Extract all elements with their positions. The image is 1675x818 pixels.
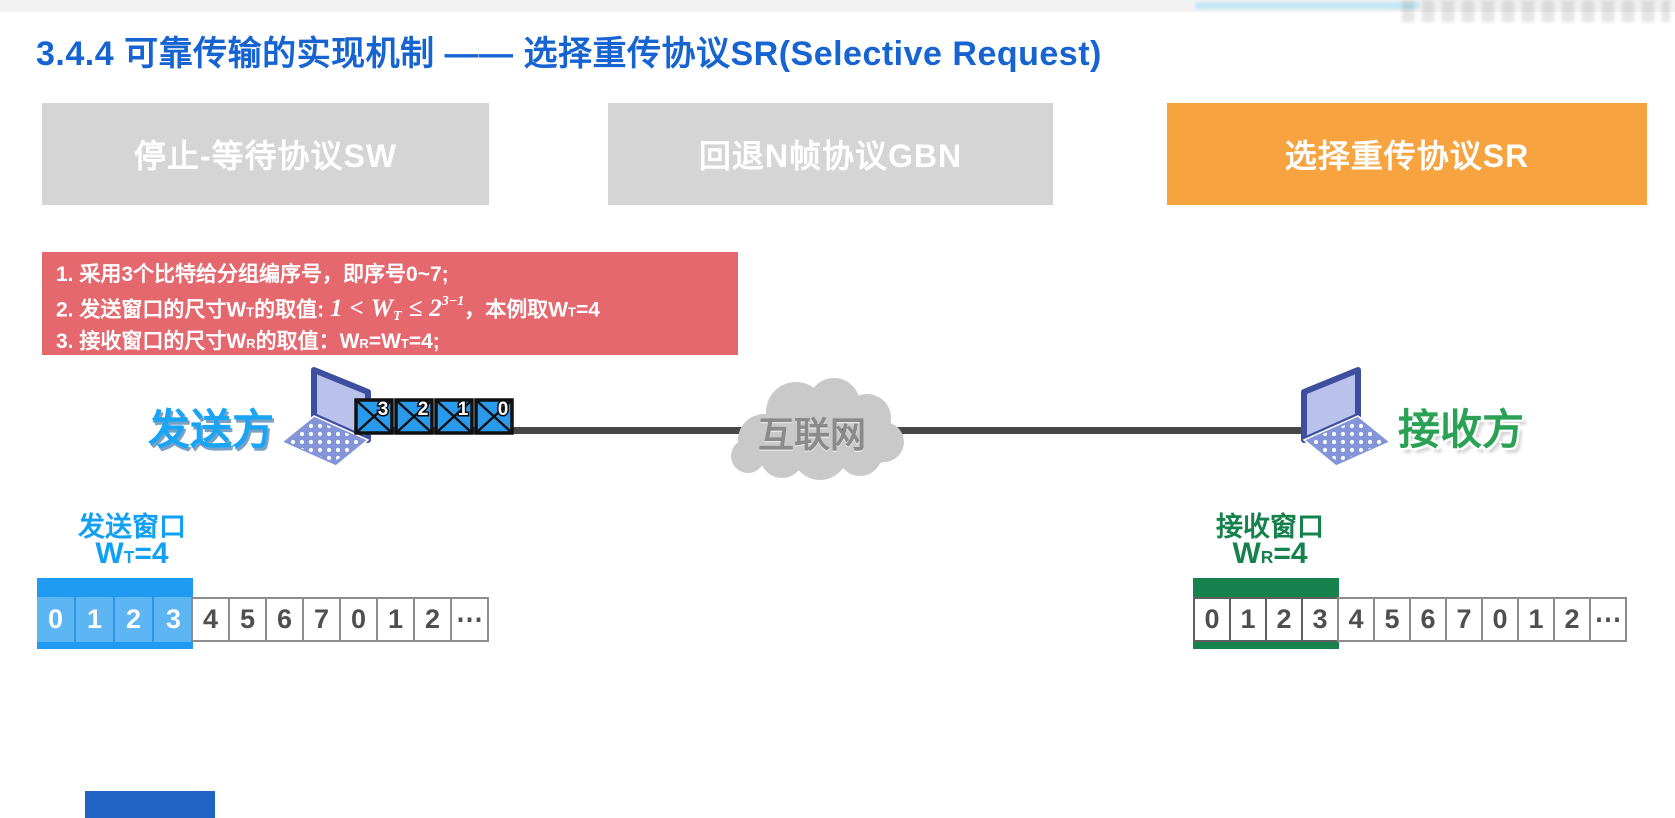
bottom-blue-bar	[85, 791, 215, 818]
receiver-laptop-icon	[1300, 366, 1392, 468]
sequence-cell: 7	[302, 597, 341, 642]
sequence-cell: 0	[1193, 597, 1231, 642]
sequence-cell: 1	[376, 597, 415, 642]
sequence-cell: 2	[413, 597, 452, 642]
tab-go-back-n[interactable]: 回退N帧协议GBN	[608, 103, 1053, 205]
packet-envelope-icon: 3	[354, 398, 394, 435]
sender-window-size: WT=4	[95, 537, 169, 570]
top-blue-streak	[1195, 2, 1420, 9]
sequence-cell: 1	[76, 597, 115, 642]
packet-number: 2	[418, 399, 429, 420]
sequence-cell: 2	[115, 597, 154, 642]
sequence-cell: 0	[1481, 597, 1519, 642]
sequence-cell: 6	[1409, 597, 1447, 642]
sender-window-title: 发送窗口	[78, 512, 186, 542]
sequence-cell: 4	[191, 597, 230, 642]
packet-number: 3	[378, 399, 389, 420]
receiver-label: 接收方	[1398, 406, 1525, 453]
receiver-sequence-row: 0 1 2 3 4 5 6 7 0 1 2 ⋯	[1193, 578, 1627, 649]
packet-number: 0	[498, 399, 509, 420]
packet-envelope-icon: 1	[434, 398, 474, 435]
note-line-3: 3. 接收窗口的尺寸WR的取值：WR=WT=4;	[56, 330, 440, 354]
sequence-cell: 5	[228, 597, 267, 642]
sequence-cell: 3	[154, 597, 193, 642]
sender-window-highlight: 0 1 2 3	[37, 578, 193, 649]
sender-label: 发送方	[148, 406, 275, 453]
sequence-cell: 5	[1373, 597, 1411, 642]
packet-number: 1	[458, 399, 469, 420]
sequence-cell: 0	[37, 597, 76, 642]
packet-envelopes: 3 2 1 0	[354, 398, 514, 435]
sequence-cell: 7	[1445, 597, 1483, 642]
sequence-cell: 6	[265, 597, 304, 642]
note-line-2: 2. 发送窗口的尺寸WT的取值: 1<WT≤23−1，本例取WT=4	[56, 294, 600, 325]
sequence-cell: 3	[1301, 597, 1339, 642]
sequence-cell-ellipsis: ⋯	[1589, 597, 1627, 642]
watermark-smudge	[1402, 0, 1670, 22]
tab-go-back-n-label: 回退N帧协议GBN	[698, 138, 963, 174]
packet-envelope-icon: 0	[474, 398, 514, 435]
tab-selective-repeat-active[interactable]: 选择重传协议SR	[1167, 103, 1647, 205]
receiver-window-highlight: 0 1 2 3	[1193, 578, 1339, 649]
receiver-window-title: 接收窗口	[1216, 512, 1324, 542]
packet-envelope-icon: 2	[394, 398, 434, 435]
internet-cloud-label: 互联网	[757, 414, 866, 455]
tab-stop-and-wait-label: 停止-等待协议SW	[133, 138, 398, 174]
sequence-cell: 0	[339, 597, 378, 642]
tab-selective-repeat-label: 选择重传协议SR	[1284, 138, 1530, 174]
tab-stop-and-wait[interactable]: 停止-等待协议SW	[42, 103, 489, 205]
sequence-cell-ellipsis: ⋯	[450, 597, 489, 642]
sequence-cell: 4	[1337, 597, 1375, 642]
notes-box: 1. 采用3个比特给分组编序号，即序号0~7; 2. 发送窗口的尺寸WT的取值:…	[42, 252, 738, 355]
sequence-cell: 1	[1517, 597, 1555, 642]
note-line-1: 1. 采用3个比特给分组编序号，即序号0~7;	[56, 263, 449, 286]
page-title: 3.4.4 可靠传输的实现机制 —— 选择重传协议SR(Selective Re…	[36, 35, 1102, 73]
sequence-cell: 2	[1553, 597, 1591, 642]
sequence-cell: 1	[1229, 597, 1267, 642]
window-size-formula: 1<WT≤23−1	[329, 294, 465, 325]
internet-cloud-icon	[712, 372, 912, 480]
receiver-window-size: WR=4	[1232, 537, 1308, 570]
sequence-cell: 2	[1265, 597, 1303, 642]
sender-sequence-row: 0 1 2 3 4 5 6 7 0 1 2 ⋯	[37, 578, 489, 649]
